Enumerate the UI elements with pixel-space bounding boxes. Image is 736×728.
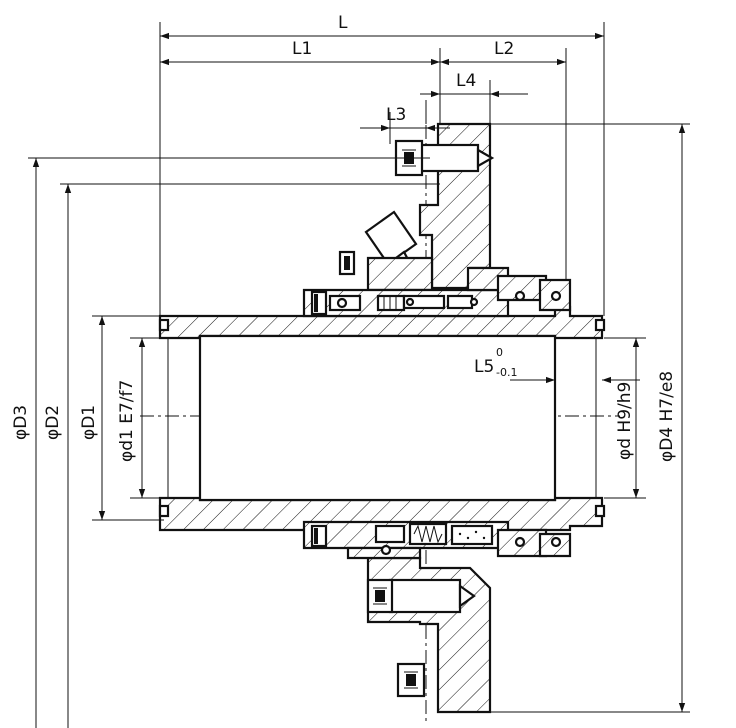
dimension-lines [28, 22, 690, 728]
lower-gland [366, 556, 492, 714]
dimension-labels: L L1 L2 L4 L3 L5 0 -0.1 φD3 φD2 φD1 φd1 … [11, 13, 677, 462]
dim-L5: L5 [474, 357, 494, 377]
lower-seal-assembly [302, 520, 572, 560]
dim-L: L [338, 13, 348, 33]
dim-L1: L1 [292, 39, 312, 59]
dim-D2: φD2 [43, 405, 63, 440]
dim-L5-upper-tol: 0 [496, 346, 503, 359]
dim-L5-lower-tol: -0.1 [496, 366, 517, 379]
dim-D1: φD1 [79, 405, 99, 440]
dim-L2: L2 [494, 39, 514, 59]
dim-L4: L4 [456, 71, 476, 91]
dim-d1: φd1 E7/f7 [117, 380, 137, 462]
dim-D3: φD3 [11, 405, 31, 440]
shaft-sleeve [158, 305, 606, 532]
upper-seal-assembly [302, 210, 572, 318]
dim-D4: φD4 H7/e8 [657, 371, 677, 462]
dim-L3: L3 [386, 105, 406, 125]
dim-d: φd H9/h9 [615, 382, 635, 460]
